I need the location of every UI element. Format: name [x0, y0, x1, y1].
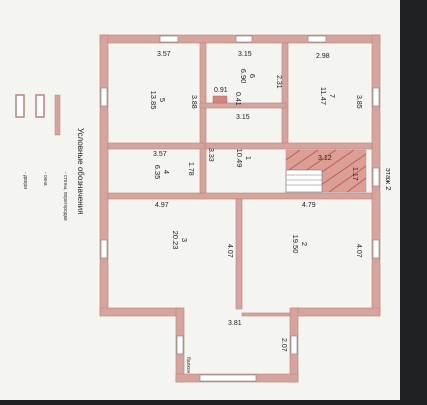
room-6-label: 66.90	[239, 69, 257, 84]
dim-bay-top: 3.81	[228, 320, 242, 327]
dim-r7-top: 2.98	[316, 53, 330, 60]
dim-r4-side: 1.78	[187, 162, 194, 176]
dim-r1-top: 3.15	[236, 114, 250, 121]
legend-item-windows: - окна	[42, 172, 48, 186]
legend-door-swatch	[15, 94, 25, 118]
dim-r1-side: 3.33	[207, 148, 214, 162]
dim-r3-side: 4.07	[226, 244, 233, 258]
dim-stair-side: 1.17	[351, 167, 358, 181]
dim-r7-side: 3.85	[355, 95, 362, 109]
dim-stair-top: 3.12	[318, 155, 332, 162]
windows	[100, 35, 380, 382]
legend-item-walls: - стены, перегородки	[62, 172, 68, 221]
dim-r5-side: 3.88	[190, 95, 197, 109]
dim-r6-top: 3.15	[238, 51, 252, 58]
legend-window-swatch	[35, 94, 45, 118]
dim-r6-inner-b: 0.41	[234, 92, 241, 106]
room-4-label: 46.35	[153, 165, 171, 180]
dim-r5-top: 3.57	[157, 51, 171, 58]
dim-r6-inner-a: 0.91	[214, 87, 228, 94]
legend-wall-swatch	[54, 94, 61, 136]
dim-r4-top: 3.57	[153, 151, 167, 158]
room-2-label: 219.50	[291, 235, 309, 254]
legend: Условные обозначения - стены, перегородк…	[15, 94, 85, 221]
legend-title: Условные обозначения	[76, 128, 85, 214]
balcony-label: балкон	[185, 357, 191, 373]
door-marker	[212, 95, 228, 104]
room-5-label: 513.85	[149, 91, 167, 110]
dim-r2-side: 4.07	[355, 244, 362, 258]
room-7-label: 711.47	[319, 87, 337, 105]
legend-item-doors: - двери	[22, 172, 28, 189]
interior-walls	[107, 42, 373, 317]
staircase	[285, 149, 367, 193]
dim-r2-top: 4.79	[302, 202, 316, 209]
dim-r3-top: 4.97	[155, 202, 169, 209]
dim-r6-side: 2.31	[275, 75, 282, 89]
room-1-label: 110.49	[235, 149, 253, 168]
floor-label: этаж 2	[384, 168, 393, 190]
room-3-label: 320.23	[171, 231, 189, 250]
photo-background-edge	[400, 0, 427, 400]
dim-bay-side: 2.07	[280, 338, 287, 352]
